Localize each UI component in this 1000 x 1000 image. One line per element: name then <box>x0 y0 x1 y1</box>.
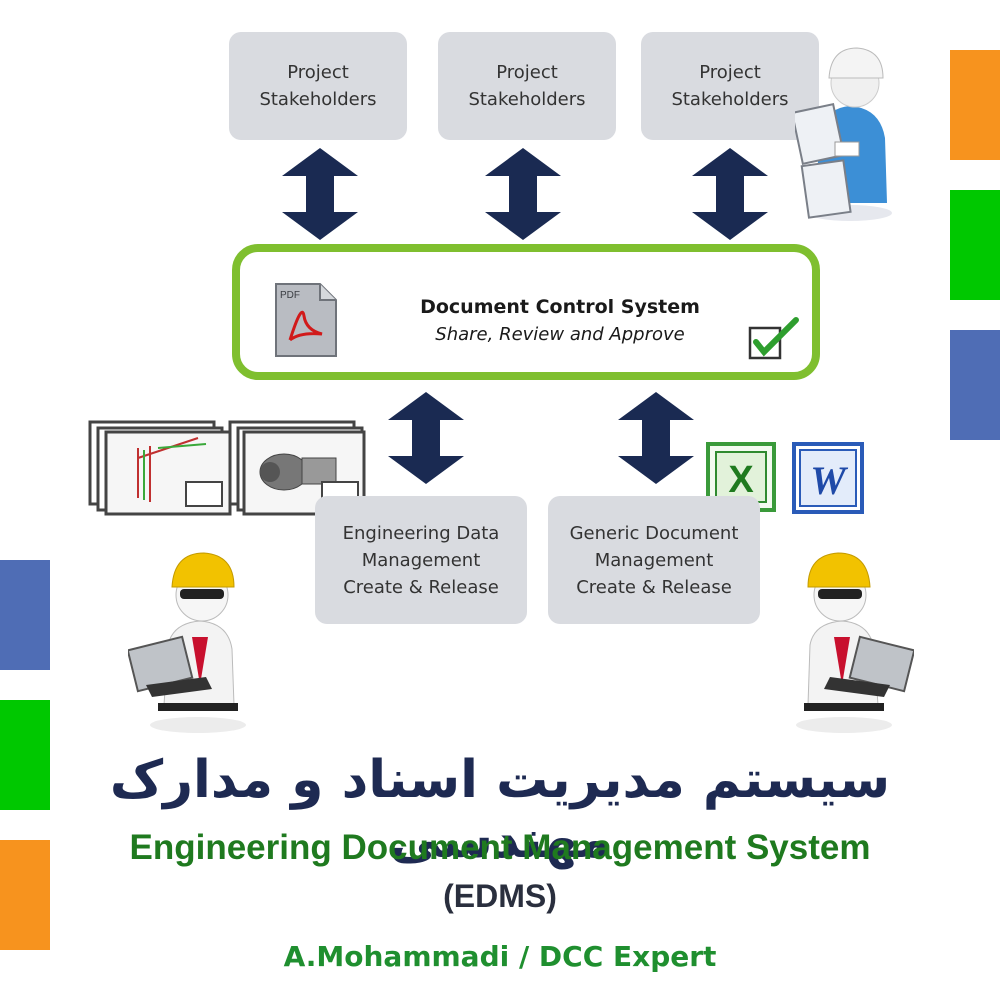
stakeholder-line2: Stakeholders <box>671 89 789 110</box>
worker-with-laptop-icon <box>128 552 246 733</box>
right-blue-bar <box>950 330 1000 440</box>
english-title: Engineering Document Management System <box>129 828 871 867</box>
engineering-line1: Engineering Data <box>342 522 500 544</box>
word-letter: W <box>810 458 848 503</box>
engineering-data-box: Engineering Data Management Create & Rel… <box>315 496 527 624</box>
right-orange-bar <box>950 50 1000 160</box>
pdf-file-icon: PDF <box>275 283 337 357</box>
checkmark-icon <box>748 317 799 360</box>
double-arrow-icon <box>692 148 768 240</box>
double-arrow-icon <box>282 148 358 240</box>
double-arrow-icon <box>485 148 561 240</box>
dcs-subtitle: Share, Review and Approve <box>435 324 685 345</box>
generic-line3: Create & Release <box>576 576 732 598</box>
excel-icon: X <box>706 442 776 512</box>
engineering-line2: Management <box>361 549 481 571</box>
pdf-label: PDF <box>280 290 300 301</box>
stakeholder-line1: Project <box>699 62 761 83</box>
stakeholder-line2: Stakeholders <box>259 89 377 110</box>
abbreviation: (EDMS) <box>443 878 557 914</box>
persian-title: سیستم مدیریت اسناد و مدارک مهندسی <box>109 750 891 870</box>
left-orange-bar <box>0 840 50 950</box>
author-credit: A.Mohammadi / DCC Expert <box>283 940 717 973</box>
document-control-system-box: PDF Document Control System Share, Revie… <box>232 244 820 380</box>
stakeholder-box-3: Project Stakeholders <box>641 32 819 140</box>
stakeholder-box-1: Project Stakeholders <box>229 32 407 140</box>
worker-with-laptop-icon <box>796 552 914 733</box>
dcs-title: Document Control System <box>420 296 700 318</box>
double-arrow-icon <box>618 392 694 484</box>
stakeholder-box-2: Project Stakeholders <box>438 32 616 140</box>
left-green-bar <box>0 700 50 810</box>
right-green-bar <box>950 190 1000 300</box>
stakeholder-line1: Project <box>287 62 349 83</box>
engineering-line3: Create & Release <box>343 576 499 598</box>
stakeholder-line1: Project <box>496 62 558 83</box>
generic-line2: Management <box>594 549 714 571</box>
left-blue-bar <box>0 560 50 670</box>
generic-document-box: Generic Document Management Create & Rel… <box>548 496 760 624</box>
double-arrow-icon <box>388 392 464 484</box>
engineering-drawings-icon <box>88 420 366 516</box>
stakeholder-line2: Stakeholders <box>468 89 586 110</box>
word-icon: W <box>792 442 864 514</box>
excel-letter: X <box>728 459 754 501</box>
worker-with-tablet-icon <box>795 47 892 221</box>
generic-line1: Generic Document <box>569 522 739 544</box>
